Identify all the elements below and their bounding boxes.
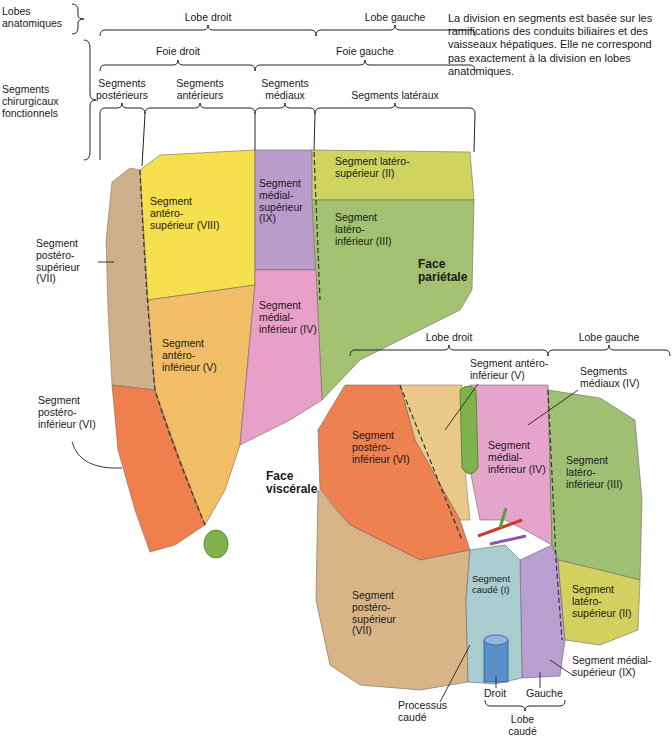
liver-segment: Segment antéro-inférieur (V) — [148, 285, 255, 525]
leader-line — [72, 442, 122, 468]
bracket — [100, 25, 316, 36]
segment-outline — [140, 150, 255, 300]
segment-label: Segment caudé (I) — [472, 574, 520, 595]
liver-segment: Segment postéro-supérieur (VII) — [316, 490, 470, 690]
bracket — [100, 60, 255, 71]
bracket-label: Lobe droit — [409, 332, 489, 344]
note-text: La division en segments est basée sur le… — [448, 12, 663, 78]
bracket — [548, 345, 670, 356]
view-title: Face viscérale — [266, 470, 336, 497]
liver-segment: Segment caudé (I) — [466, 545, 522, 684]
bracket — [485, 700, 565, 711]
bracket — [315, 103, 475, 114]
segment-outline — [470, 385, 552, 545]
segment-outline — [466, 545, 522, 684]
bracket-label: Segments antérieurs — [165, 78, 235, 102]
segment-label: Segment antéro-supérieur (VIII) — [150, 196, 220, 231]
liver-segment: Segment latéro-inférieur (III) — [312, 200, 474, 400]
segment-outline — [316, 490, 470, 690]
segment-label: Segment latéro-supérieur (II) — [572, 584, 634, 619]
bracket-label: Segments médiaux — [250, 78, 320, 102]
text-label: Segments chirurgicaux fonctionnels — [2, 84, 82, 119]
liver-segment: Segment médial-supérieur (IX) — [255, 150, 316, 270]
segment-shape — [240, 270, 322, 445]
brace — [72, 4, 84, 34]
bracket-label: Foie gauche — [325, 46, 405, 58]
bracket-label: Lobe droit — [168, 12, 248, 24]
segment-label: Segment postéro-supérieur (VII) — [352, 590, 414, 637]
bracket — [255, 103, 315, 114]
bracket-label: Lobe gauche — [569, 332, 649, 344]
segment-outline — [558, 560, 640, 645]
text-label: Gauche — [526, 688, 566, 700]
segment-label: Segment médial-inférieur (IV) — [488, 440, 546, 475]
leader-line — [98, 262, 114, 263]
leader-line — [550, 660, 574, 676]
segment-label: Segment médial-inférieur (IV) — [259, 300, 317, 335]
segment-outline — [255, 150, 316, 270]
view-title: Face pariétale — [418, 258, 488, 285]
portal-vein — [490, 536, 526, 544]
segment-shape — [148, 285, 255, 525]
segment-shape — [466, 545, 522, 684]
segment-label: Segment latéro-inférieur (III) — [566, 455, 626, 490]
segment-outline — [548, 390, 642, 580]
segment-outline — [148, 285, 255, 525]
liver-segment: Segment latéro-supérieur (II) — [312, 150, 474, 200]
segment-outline — [312, 150, 474, 200]
segment-outline — [240, 270, 322, 445]
bracket-label: Lobe gauche — [355, 12, 435, 24]
bracket-label: Foie droit — [138, 46, 218, 58]
bracket — [100, 103, 145, 114]
bracket-label: Segments postérieurs — [94, 78, 150, 102]
bracket — [255, 60, 475, 71]
text-label: Lobes anatomiques — [2, 6, 72, 30]
bracket-label: Lobe caudé — [500, 714, 545, 738]
text-label: Segment postéro-supérieur (VII) — [36, 238, 98, 285]
text-label: Segments médiaux (IV) — [580, 366, 650, 390]
liver-segment: Segment latéro-supérieur (II) — [558, 560, 640, 645]
segment-label: Segment latéro-inférieur (III) — [335, 212, 397, 247]
liver-segment: Segment antéro-supérieur (VIII) — [140, 150, 255, 300]
liver-segment: Segment latéro-inférieur (III) — [548, 390, 642, 580]
bracket-group — [72, 4, 670, 711]
text-label: Segment postéro-inférieur (VI) — [38, 395, 100, 430]
text-label: Droit — [484, 688, 514, 700]
gallbladder — [204, 530, 228, 558]
text-label: Segment antéro-inférieur (V) — [470, 358, 558, 382]
liver-segment: Segment médial-inférieur (IV) — [470, 385, 552, 545]
text-label: Processus caudé — [398, 700, 460, 724]
segment-label: Segment médial-supérieur (IX) — [259, 178, 314, 225]
segment-label: Segment postéro-inférieur (VI) — [352, 430, 414, 465]
bracket — [145, 103, 255, 114]
segment-label: Segment antéro-inférieur (V) — [162, 338, 224, 373]
liver-segment: Segment médial-inférieur (IV) — [240, 270, 322, 445]
segment-label: Segment latéro-supérieur (II) — [335, 156, 423, 180]
text-label: Segment médial-supérieur (IX) — [572, 655, 654, 679]
segment-outline — [312, 200, 474, 400]
bracket-label: Segments latéraux — [335, 90, 455, 102]
brace — [84, 40, 96, 160]
